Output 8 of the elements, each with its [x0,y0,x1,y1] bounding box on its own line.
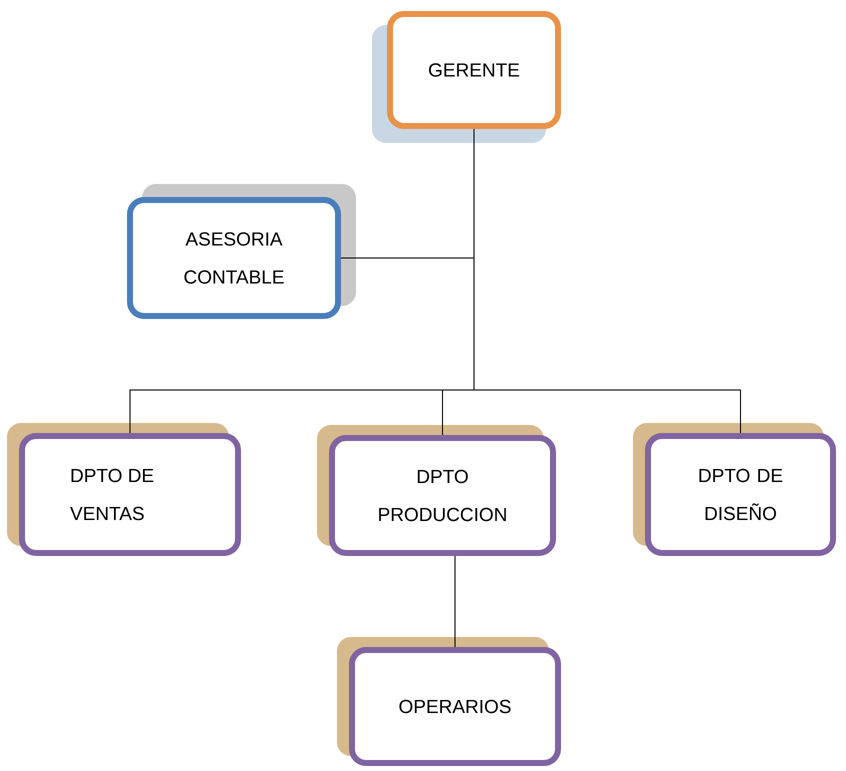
connector-line [474,128,741,434]
org-box: ASESORIA CONTABLE [127,197,341,319]
org-box: DPTO PRODUCCION [329,435,556,556]
connector-line [454,556,456,648]
org-box: DPTO DE DISEÑO [645,433,836,556]
org-box: DPTO DE VENTAS [19,433,241,556]
org-box: GERENTE [387,11,561,129]
org-box: OPERARIOS [349,647,561,766]
